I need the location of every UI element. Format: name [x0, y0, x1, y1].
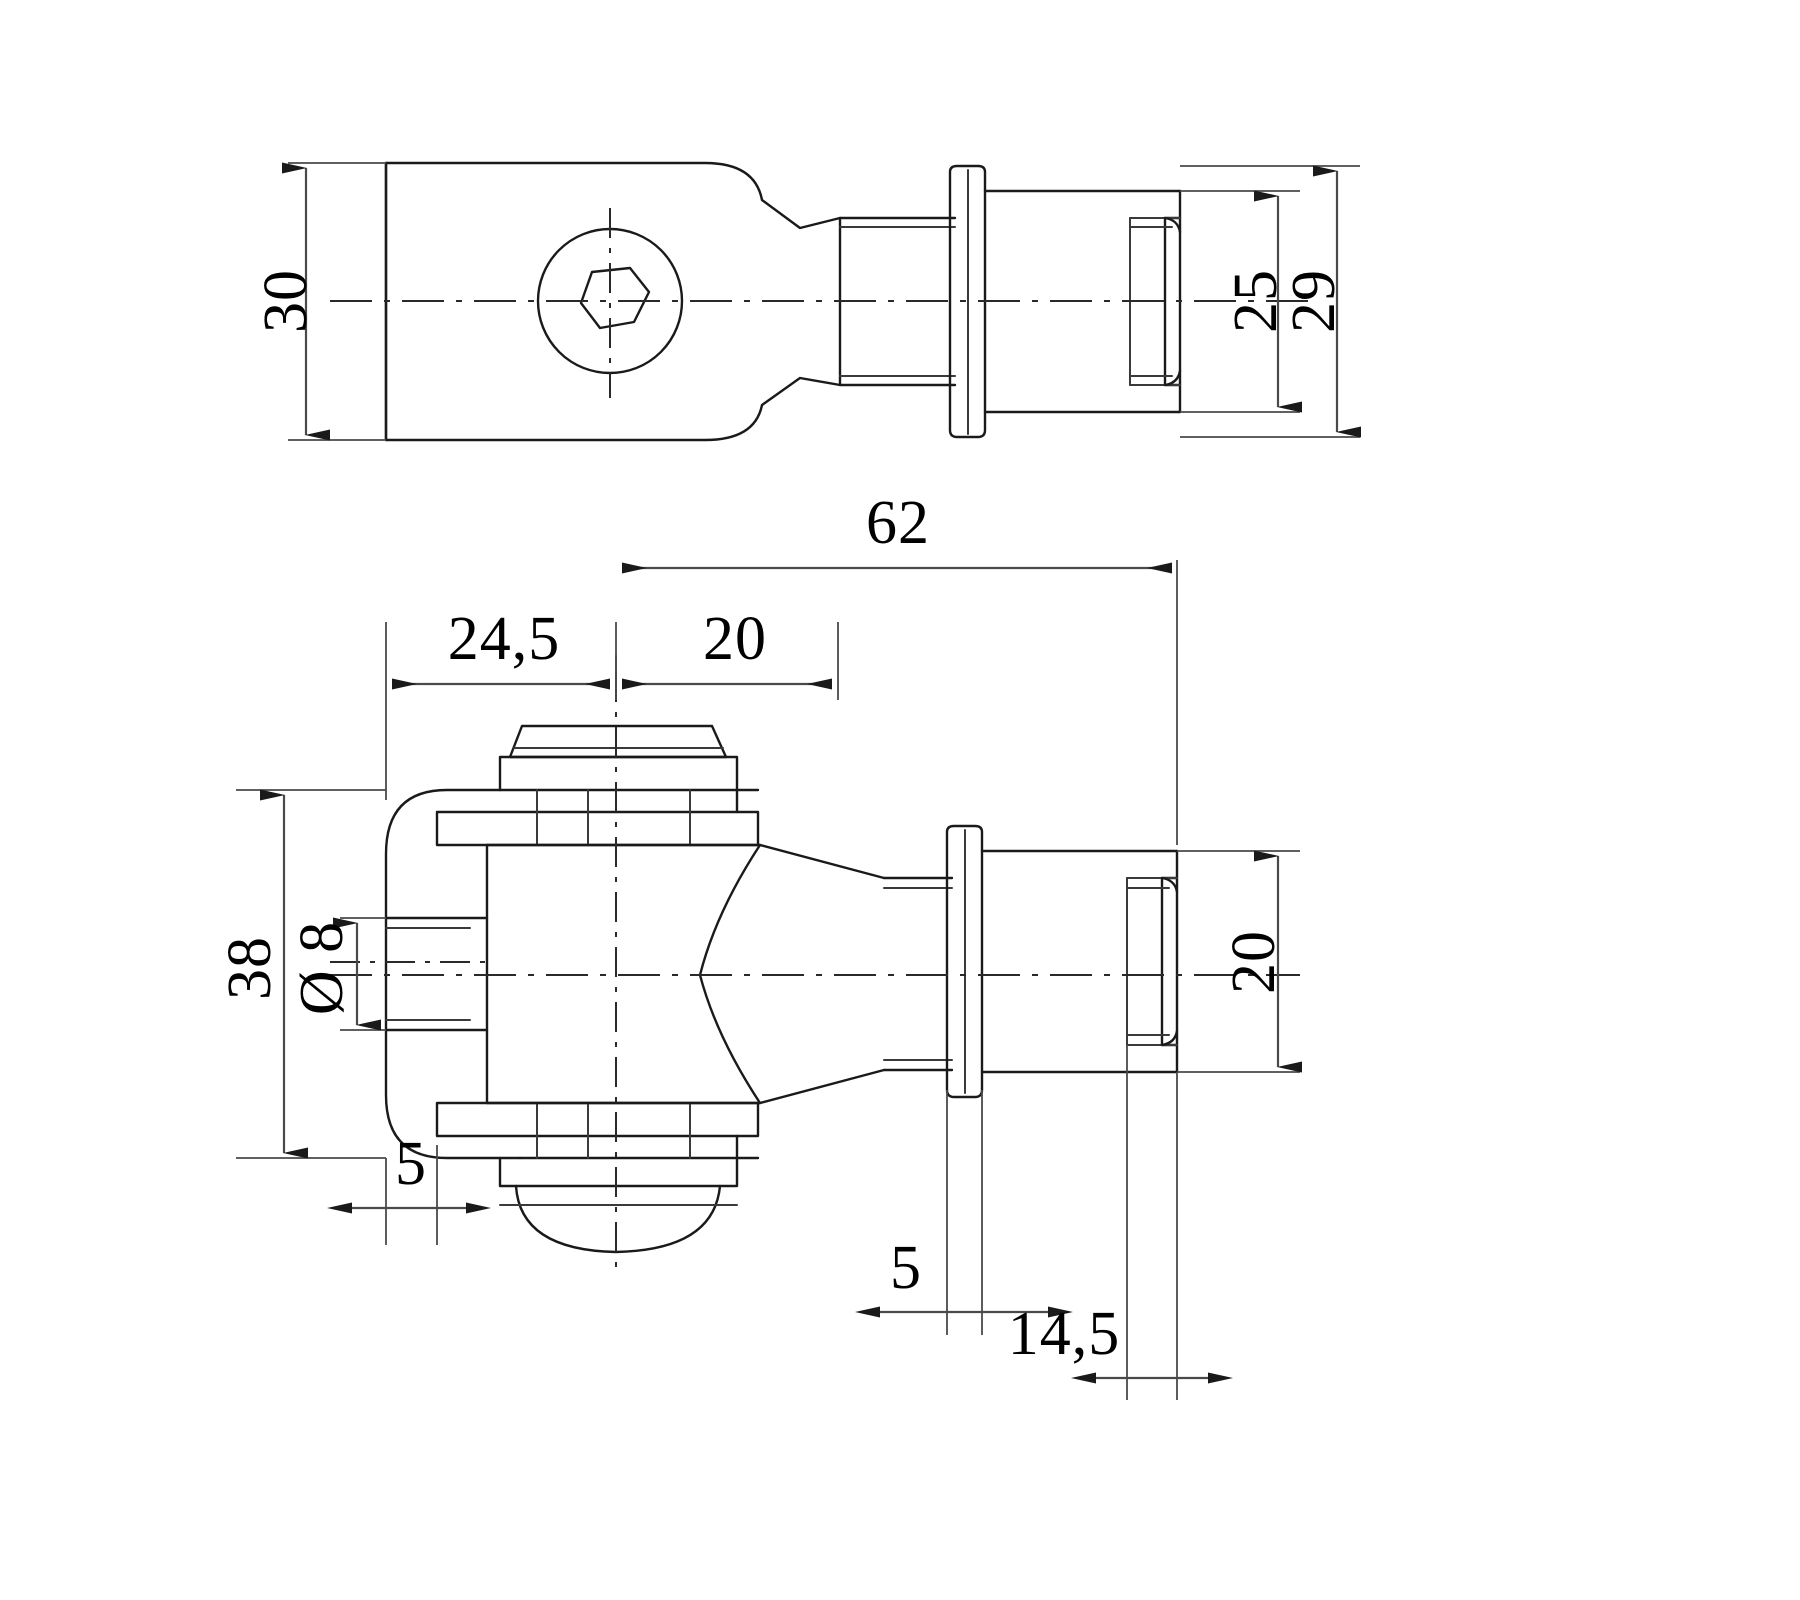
dim-label-245: 24,5 — [448, 605, 561, 673]
hex-socket — [579, 266, 651, 330]
pin-end-chamfer2 — [1163, 369, 1182, 387]
inner-curve-lower — [698, 973, 762, 1105]
dim-label-62: 62 — [866, 489, 930, 557]
side-pin-end-stub — [1160, 876, 1179, 1047]
side-view-dimensions: 62 24,5 20 38 Ø 8 5 — [216, 489, 1302, 1400]
screw-shank-bottom — [498, 1134, 739, 1188]
dim-label-d8: Ø 8 — [288, 921, 356, 1015]
dim-label-25: 25 — [1222, 269, 1290, 333]
screw-shank-top — [498, 755, 739, 814]
taper-upper — [758, 843, 886, 880]
dim-label-145: 14,5 — [1008, 1300, 1121, 1368]
pin-end-chamfer — [1163, 216, 1182, 234]
screw-head-top — [508, 724, 728, 759]
dim-label-20a: 20 — [703, 605, 767, 673]
taper-lower — [758, 1068, 886, 1105]
side-view-geometry — [330, 672, 1300, 1270]
screw-collar-bottom — [435, 1101, 760, 1138]
dim-label-29: 29 — [1280, 269, 1348, 333]
top-view-geometry — [330, 161, 1310, 442]
dim-label-20b: 20 — [1220, 930, 1288, 994]
dim-label-38: 38 — [216, 936, 284, 1000]
collar-flange — [948, 164, 987, 439]
dim-label-5a: 5 — [395, 1130, 427, 1198]
dim-label-5b: 5 — [890, 1234, 922, 1302]
side-pin-chamfer-top — [1160, 876, 1179, 894]
inner-curve-upper — [698, 843, 762, 977]
dim-label-30: 30 — [252, 269, 320, 333]
screw-dome-bottom — [514, 1184, 722, 1254]
screw-collar-top — [435, 810, 760, 847]
side-pin-chamfer-bot — [1160, 1029, 1179, 1047]
top-view-dimensions: 30 25 29 — [252, 162, 1361, 441]
